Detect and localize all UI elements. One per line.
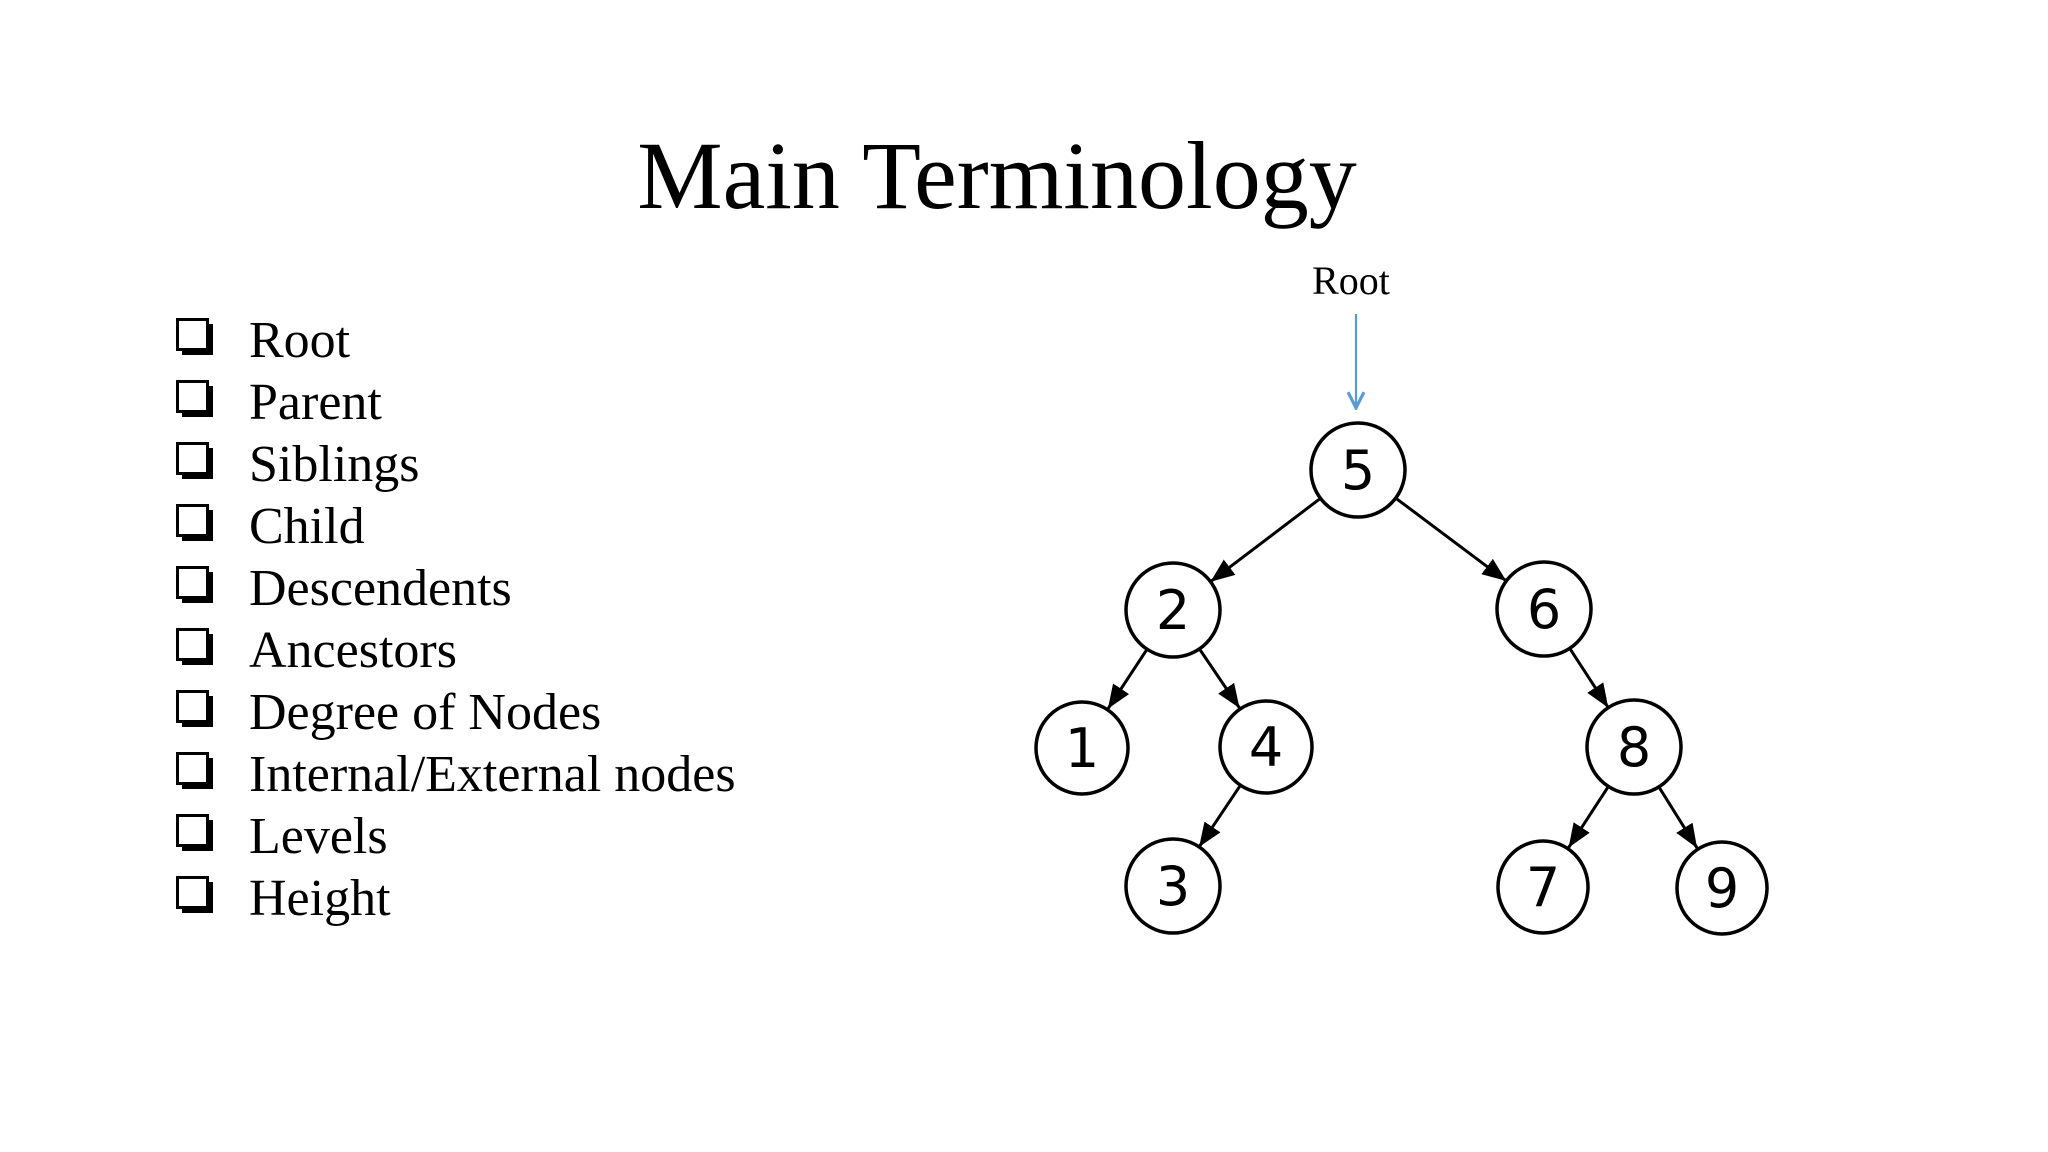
tree-node-5: 5 [1309, 421, 1407, 519]
list-item-label: Ancestors [249, 622, 457, 679]
node-circle [1675, 840, 1769, 936]
edge-2-4 [1198, 648, 1241, 709]
node-label: 1 [1065, 717, 1099, 780]
node-label: 4 [1249, 716, 1283, 779]
tree-node-9: 9 [1675, 840, 1769, 936]
node-circle [1124, 837, 1222, 935]
edge-8-9 [1657, 786, 1699, 849]
list-item-label: Child [249, 498, 365, 555]
checkbox-bullet-icon [176, 379, 209, 413]
tree-node-4: 4 [1218, 699, 1314, 795]
node-circle [1034, 700, 1130, 796]
list-item: Ancestors [176, 620, 736, 682]
list-item-label: Levels [249, 808, 388, 865]
tree-edges [1106, 496, 1699, 849]
list-item: Parent [176, 372, 736, 434]
node-circle [1585, 698, 1683, 796]
edge-5-2 [1209, 497, 1322, 583]
tree-node-3: 3 [1124, 837, 1222, 935]
node-label: 2 [1156, 579, 1190, 642]
node-circle [1496, 839, 1590, 935]
edge-5-6 [1394, 496, 1508, 583]
node-label: 9 [1705, 857, 1739, 920]
list-item-label: Degree of Nodes [249, 684, 602, 741]
list-item: Degree of Nodes [176, 682, 736, 744]
edge-6-8 [1568, 647, 1610, 709]
node-label: 3 [1156, 855, 1190, 918]
tree-node-8: 8 [1585, 698, 1683, 796]
list-item: Siblings [176, 434, 736, 496]
root-pointer-label: Root [1312, 258, 1390, 303]
node-circle [1309, 421, 1407, 519]
node-label: 8 [1617, 716, 1651, 779]
list-item-label: Internal/External nodes [249, 746, 736, 803]
edge-2-1 [1106, 648, 1149, 710]
list-item: Child [176, 496, 736, 558]
node-circle [1218, 699, 1314, 795]
checkbox-bullet-icon [176, 317, 209, 351]
node-circle [1495, 560, 1593, 658]
checkbox-bullet-icon [176, 751, 209, 785]
tree-node-7: 7 [1496, 839, 1590, 935]
node-label: 5 [1341, 439, 1375, 502]
page-title: Main Terminology [637, 122, 1357, 229]
checkbox-bullet-icon [176, 813, 209, 847]
checkbox-bullet-icon [176, 875, 209, 909]
edge-4-3 [1197, 785, 1242, 848]
list-item: Descendents [176, 558, 736, 620]
list-item-label: Siblings [249, 436, 420, 493]
node-label: 7 [1526, 856, 1560, 919]
checkbox-bullet-icon [176, 627, 209, 661]
tree-node-1: 1 [1034, 700, 1130, 796]
edge-8-7 [1567, 785, 1610, 849]
list-item-label: Parent [249, 374, 382, 431]
checkbox-bullet-icon [176, 565, 209, 599]
list-item-label: Height [249, 870, 391, 927]
checkbox-bullet-icon [176, 441, 209, 475]
list-item: Levels [176, 806, 736, 868]
checkbox-bullet-icon [176, 503, 209, 537]
list-item: Root [176, 310, 736, 372]
tree-node-6: 6 [1495, 560, 1593, 658]
checkbox-bullet-icon [176, 689, 209, 723]
node-label: 6 [1527, 578, 1561, 641]
list-item: Internal/External nodes [176, 744, 736, 806]
list-item: Height [176, 868, 736, 930]
tree-node-2: 2 [1124, 561, 1222, 659]
list-item-label: Root [249, 312, 351, 369]
list-item-label: Descendents [249, 560, 512, 617]
terminology-list: Root Parent Siblings Child Descendents A… [176, 310, 736, 930]
node-circle [1124, 561, 1222, 659]
